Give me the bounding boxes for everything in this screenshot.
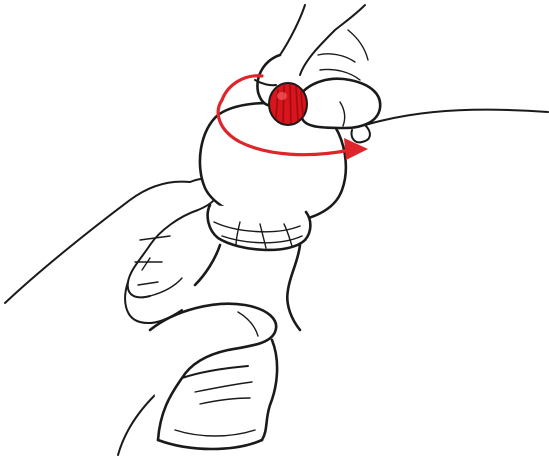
thumb — [299, 79, 380, 128]
adjustment-knob-icon — [269, 83, 307, 125]
